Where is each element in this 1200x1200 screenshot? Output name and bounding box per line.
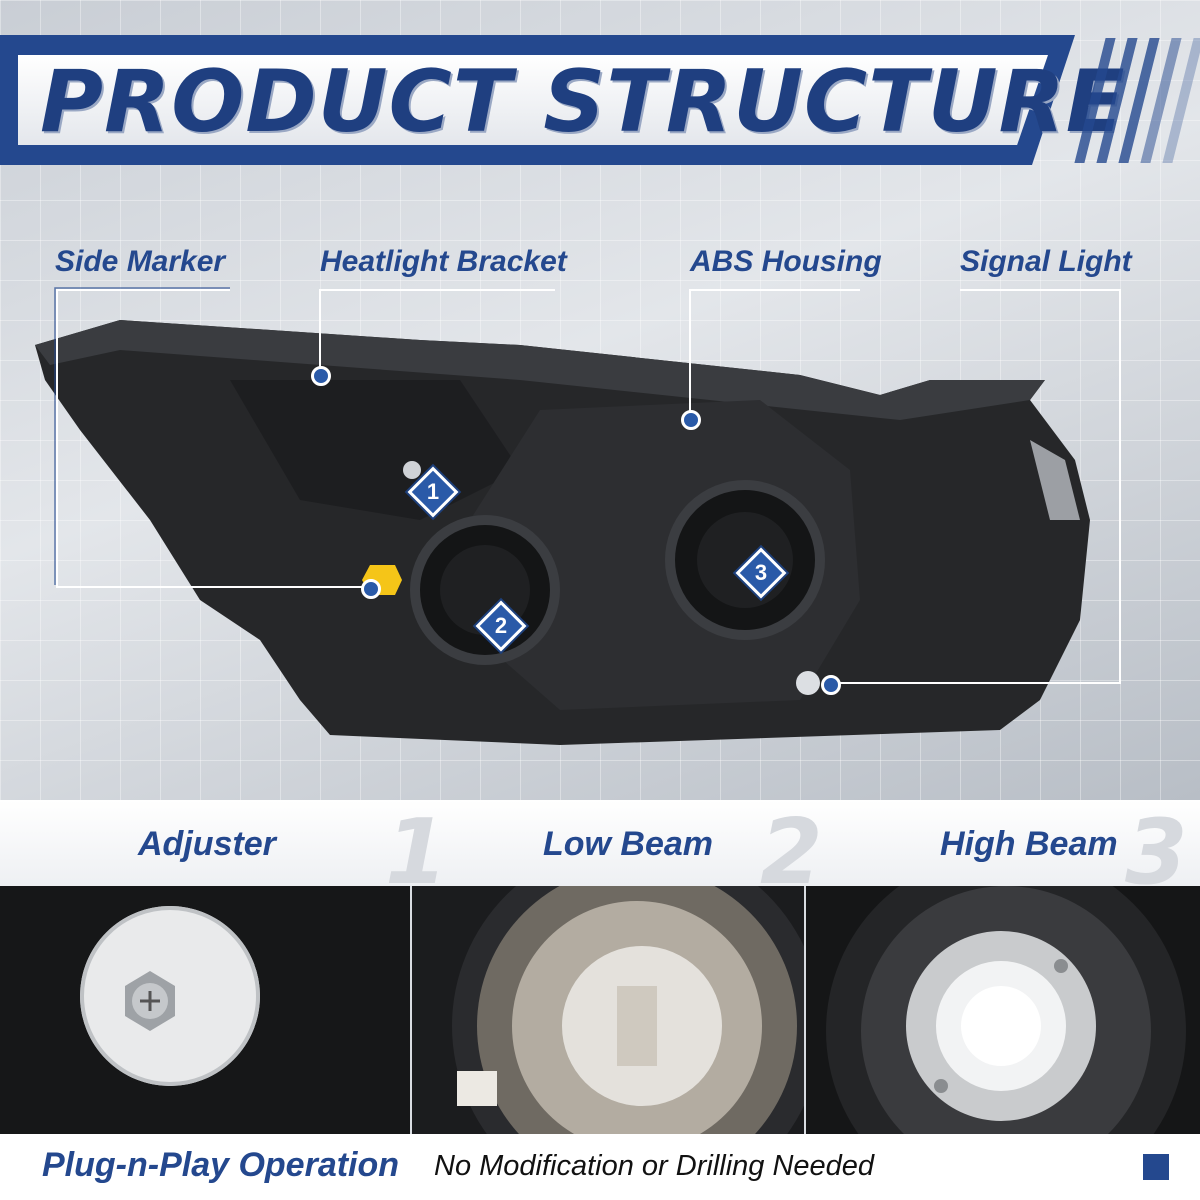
footer-subtext: No Modification or Drilling Needed: [434, 1150, 875, 1182]
feature-label-low-beam: Low Beam: [543, 825, 714, 863]
callout-dot-housing: [681, 410, 701, 430]
feature-label-high-beam: High Beam: [940, 825, 1118, 863]
headlight-illustration: [35, 320, 1090, 745]
callout-dot-side-marker: [361, 579, 381, 599]
callout-signal-light: Signal Light: [960, 245, 1132, 278]
feature-band: [0, 800, 1200, 886]
callout-abs-housing: ABS Housing: [690, 245, 882, 278]
footer-bar: [0, 1134, 1200, 1200]
photo-low-beam: [412, 886, 804, 1134]
callout-side-marker: Side Marker: [55, 245, 226, 278]
footer-headline: Plug-n-Play Operation: [42, 1146, 400, 1184]
title-banner-plate: [18, 55, 1048, 145]
feature-label-adjuster: Adjuster: [138, 825, 276, 863]
callout-dot-signal: [821, 675, 841, 695]
photo-high-beam: [806, 886, 1200, 1134]
page-title: PRODUCT STRUCTURE: [40, 52, 1126, 152]
callout-dot-bracket: [311, 366, 331, 386]
photo-adjuster: [0, 886, 410, 1134]
callout-heatlight-bracket: Heatlight Bracket: [320, 245, 567, 278]
callout-lines: [54, 287, 1121, 684]
footer-square-icon: [1143, 1154, 1169, 1180]
